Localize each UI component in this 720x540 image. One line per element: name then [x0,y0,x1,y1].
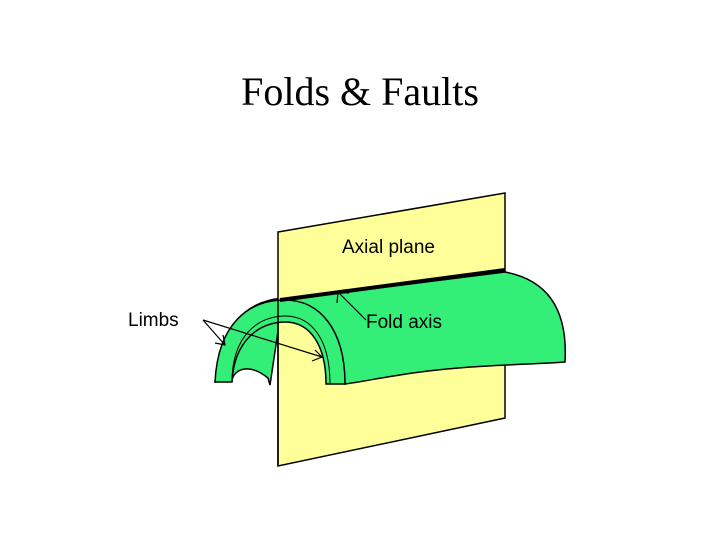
limbs-label: Limbs [128,310,179,331]
fold-front-arch [214,299,346,385]
axial-plane-label: Axial plane [342,237,435,258]
fold-axis-arrow [336,291,367,321]
limbs-arrow-right [202,319,324,362]
fold-axis-label: Fold axis [366,312,442,333]
slide-title: Folds & Faults [241,69,479,114]
fold-axis-line [279,268,506,302]
limbs-arrow-left [202,319,226,346]
fold-inner-arc [231,315,331,385]
